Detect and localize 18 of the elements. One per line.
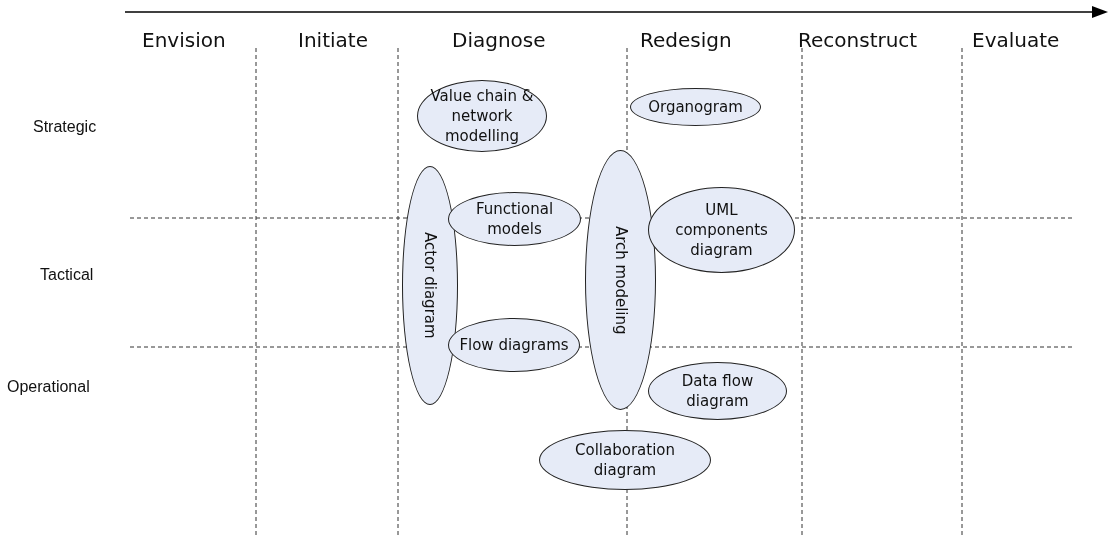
method-ellipse: Functional models — [448, 192, 581, 246]
phase-heading: Initiate — [298, 28, 368, 52]
method-ellipse: Arch modeling — [585, 150, 656, 410]
method-ellipse: Data flow diagram — [648, 362, 787, 420]
phase-heading: Redesign — [640, 28, 732, 52]
level-label: Strategic — [33, 118, 97, 136]
phase-heading: Diagnose — [452, 28, 546, 52]
phase-heading: Evaluate — [972, 28, 1060, 52]
method-ellipse: Actor diagram — [402, 166, 458, 405]
method-ellipse: Flow diagrams — [448, 318, 580, 372]
method-ellipse: UML components diagram — [648, 187, 795, 273]
level-label: Operational — [7, 378, 90, 396]
method-ellipse: Organogram — [630, 88, 761, 126]
method-ellipse: Collaboration diagram — [539, 430, 711, 490]
phase-heading: Reconstruct — [798, 28, 918, 52]
phase-heading: Envision — [142, 28, 226, 52]
level-label: Tactical — [40, 266, 94, 284]
method-ellipse: Value chain & network modelling — [417, 80, 547, 152]
